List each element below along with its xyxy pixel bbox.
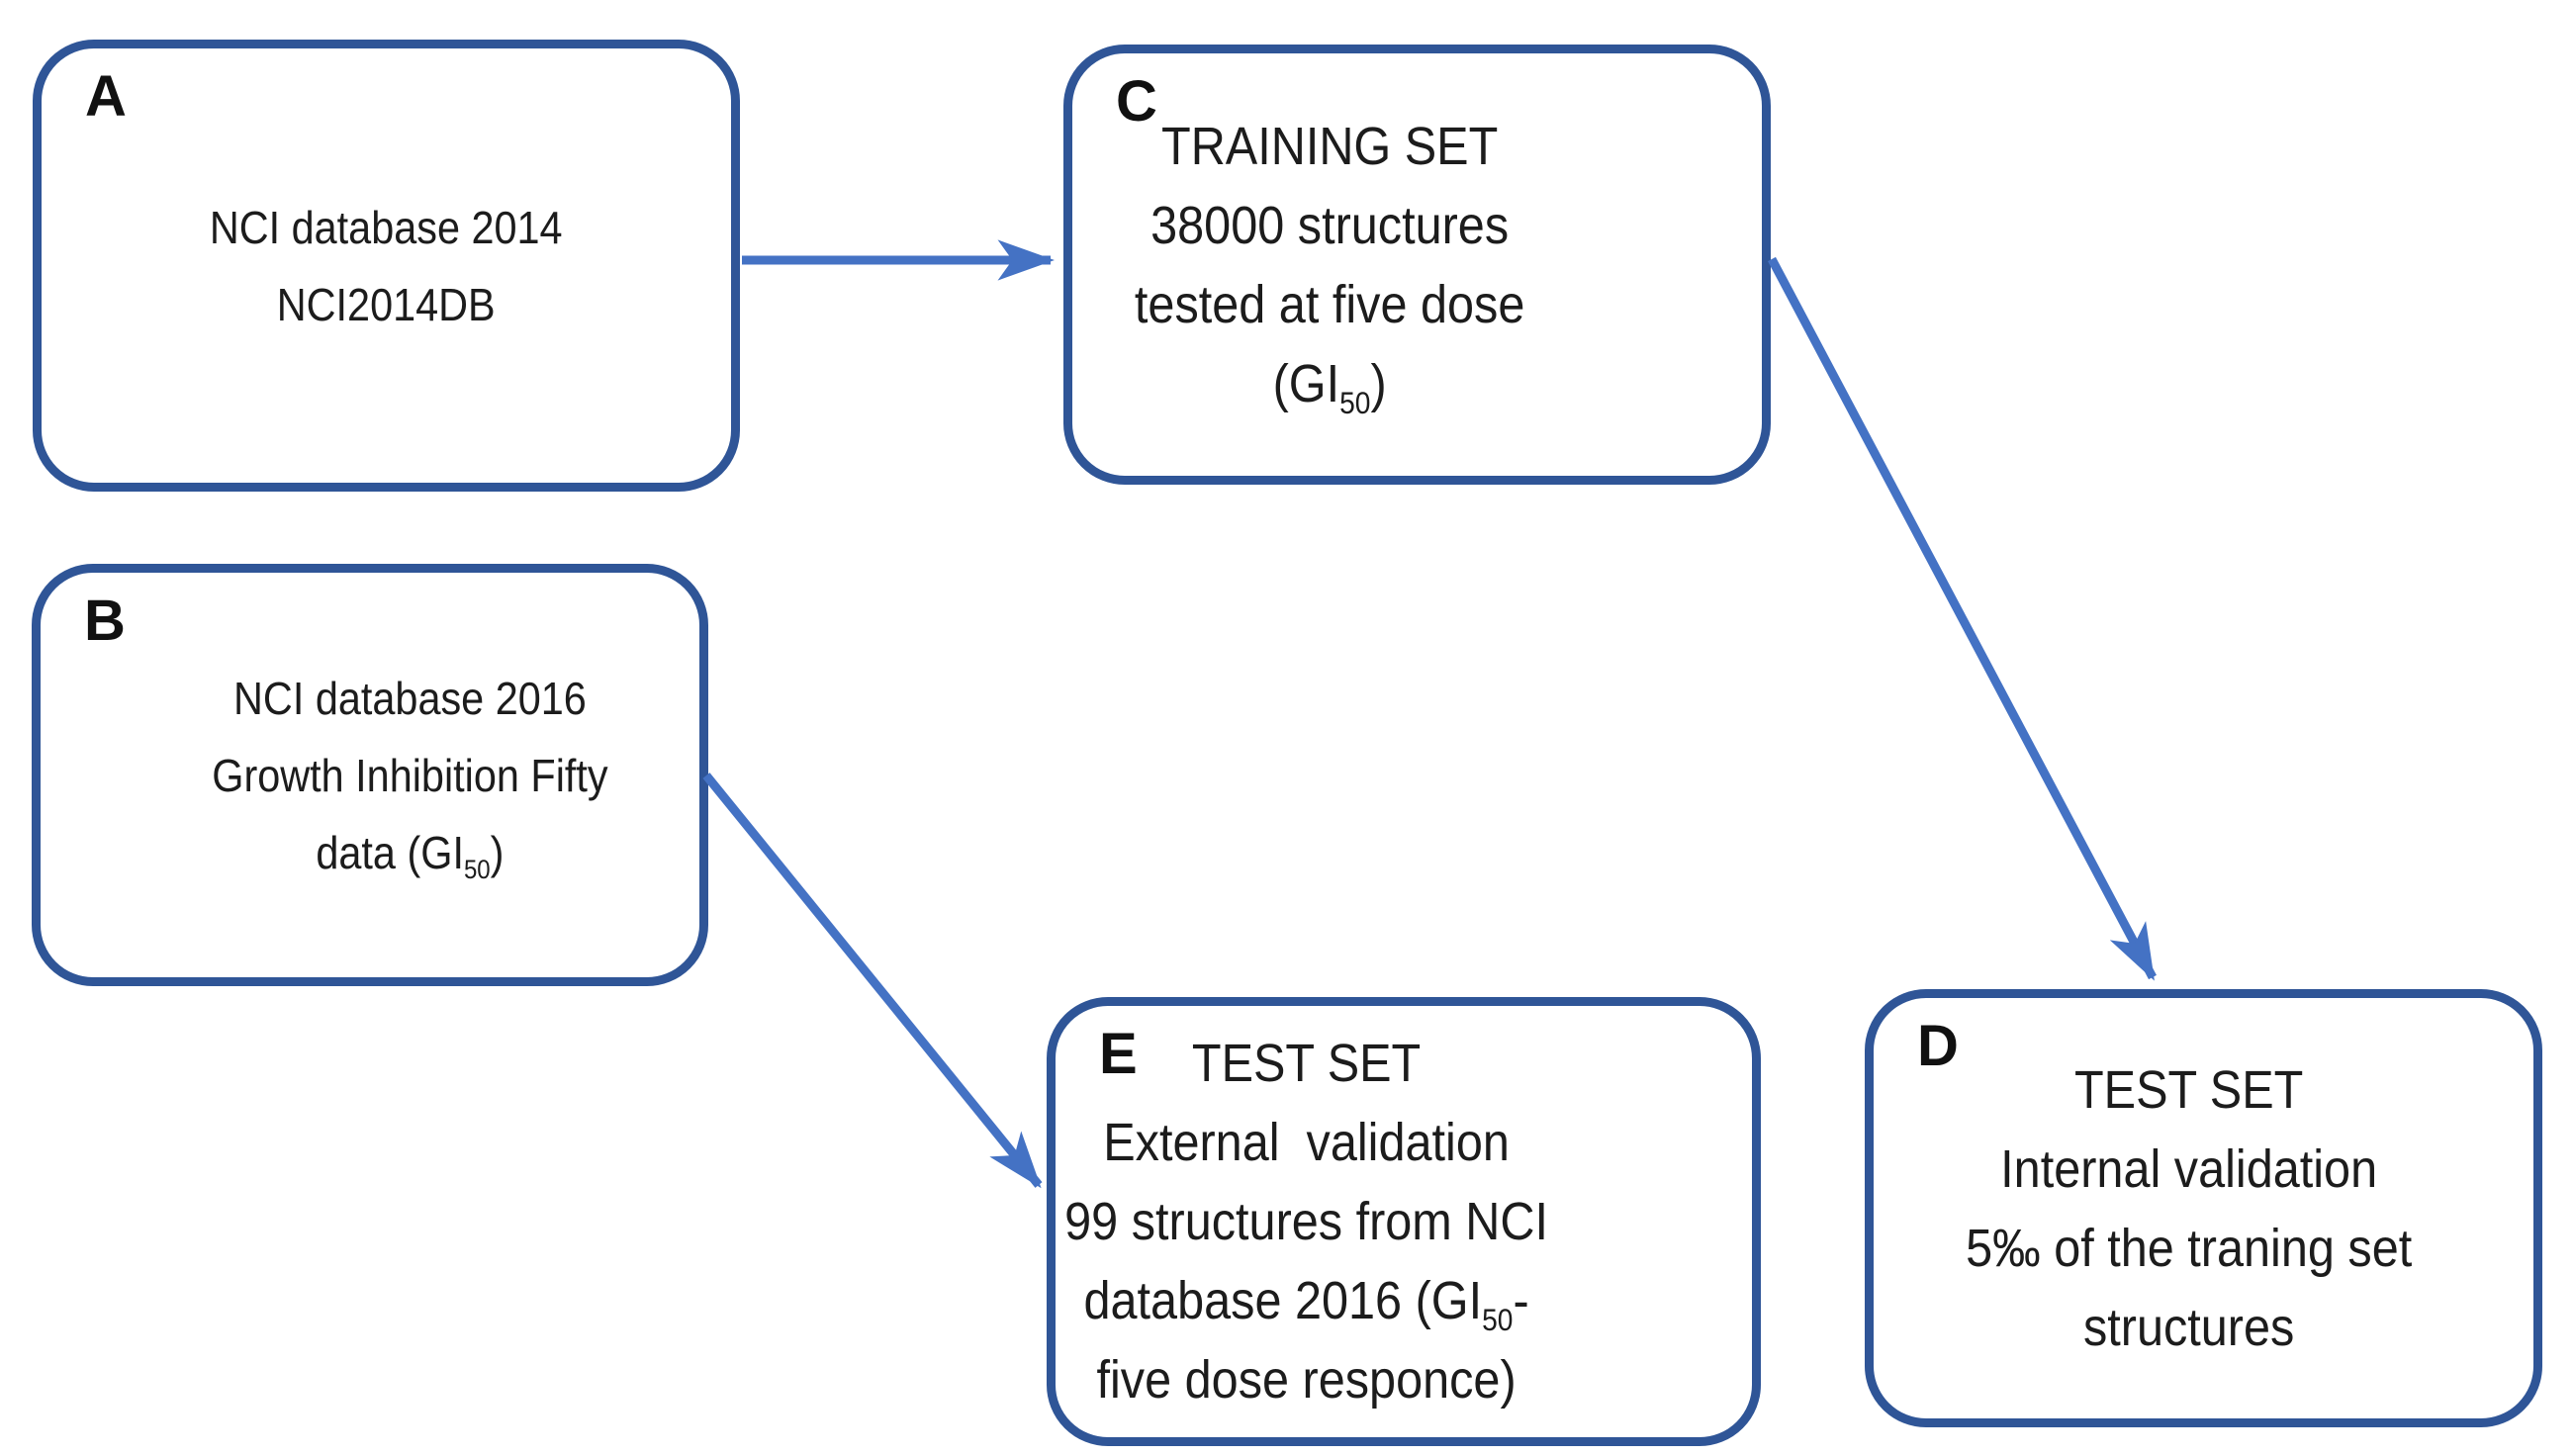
box-text-line: database 2016 (GI50- — [1083, 1271, 1530, 1337]
box-b-label: B — [84, 589, 126, 653]
box-text-line: Internal validation — [2000, 1138, 2377, 1199]
box-text-line: NCI database 2016 — [232, 672, 587, 724]
box-text-line: 99 structures from NCI — [1064, 1192, 1549, 1251]
box-text-line: tested at five dose — [1135, 274, 1525, 334]
box-a-label: A — [85, 64, 127, 129]
box-text-line: TEST SET — [1192, 1034, 1422, 1093]
box-d-content: TEST SET Internal validation 5‰ of the tra… — [1966, 1050, 2412, 1367]
box-text-line: structures — [2082, 1297, 2295, 1357]
arrow-b-to-e — [702, 773, 1043, 1189]
box-text-line: Growth Inhibition Fifty — [211, 749, 608, 801]
box-c-label: C — [1116, 69, 1157, 134]
box-text-line: data (GI50) — [315, 826, 505, 884]
box-c-content: TRAINING SET 38000 structures tested at fi… — [1135, 107, 1524, 423]
arrow-c-to-d — [1768, 256, 2157, 981]
box-e-content: TEST SET External validation 99 structures… — [1065, 1024, 1549, 1419]
box-e-label: E — [1099, 1022, 1138, 1086]
box-text-line: 38000 structures — [1150, 195, 1510, 255]
box-text-line: TRAINING SET — [1161, 116, 1499, 176]
box-d-label: D — [1917, 1014, 1959, 1078]
box-text-line: 5‰ of the traning set — [1965, 1218, 2413, 1278]
box-text-line: NCI database 2014 — [210, 201, 563, 253]
box-text-line: NCI2014DB — [277, 278, 496, 330]
box-text-line: five dose responce) — [1096, 1350, 1517, 1410]
box-text-line: External validation — [1103, 1113, 1511, 1172]
box-d: D TEST SET Internal validation 5‰ of the t… — [1865, 989, 2542, 1427]
box-e: E TEST SET External validation 99 structur… — [1047, 997, 1761, 1446]
box-c: C TRAINING SET 38000 structures tested at … — [1063, 45, 1771, 485]
box-text-line: (GI50) — [1272, 353, 1388, 420]
box-text-line: TEST SET — [2073, 1059, 2304, 1120]
